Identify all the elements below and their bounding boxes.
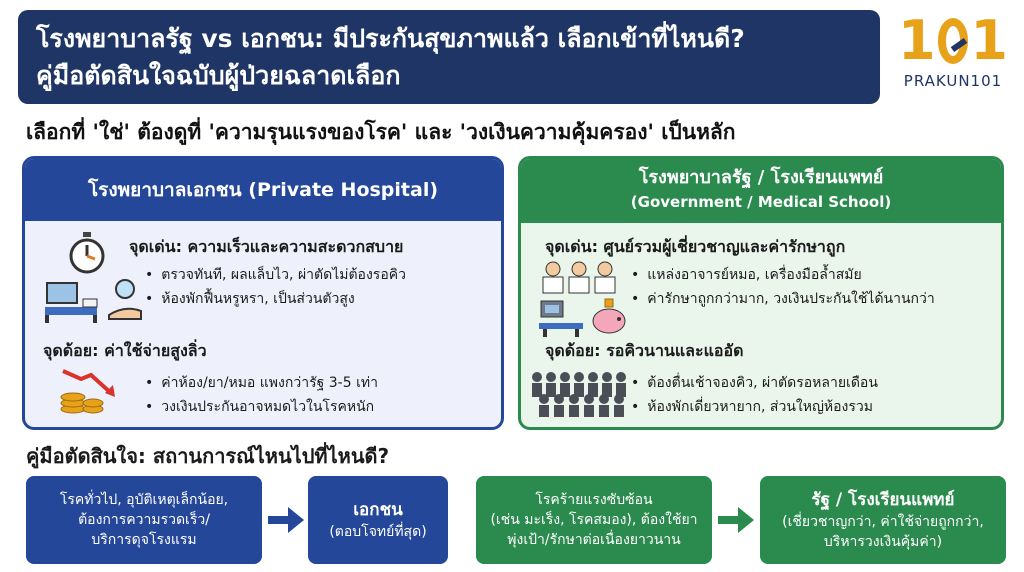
case1-situation-box: โรคทั่วไป, อุบัติเหตุเล็กน้อย, ต้องการคว…: [26, 476, 262, 564]
logo-text: PRAKUN101: [903, 72, 1003, 90]
private-pros-title: จุดเด่น: ความเร็วและความสะดวกสบาย: [129, 237, 404, 256]
case2-line: พุ่งเป้า/รักษาต่อเนื่องยาวนาน: [507, 532, 681, 548]
subtitle: เลือกที่ 'ใช่' ต้องดูที่ 'ความรุนแรงของโ…: [26, 120, 736, 144]
falling-money-icon: [59, 365, 121, 417]
logo-mark: 1 1: [898, 10, 1008, 72]
hand-doctor-icon: [105, 277, 145, 323]
logo-digit-zero: [937, 18, 969, 64]
private-pros-list: ตรวจทันที, ผลแล็บไว, ผ่าตัดไม่ต้องรอคิว …: [145, 263, 406, 311]
private-heading: โรงพยาบาลเอกชน (Private Hospital): [25, 159, 501, 221]
government-pros-list: แหล่งอาจารย์หมอ, เครื่องมือล้ำสมัย ค่ารั…: [631, 263, 935, 311]
hospital-bed-icon: [43, 279, 105, 323]
list-item: ค่ารักษาถูกกว่ามาก, วงเงินประกันใช้ได้นา…: [631, 287, 934, 311]
case1-answer-note: (ตอบโจทย์ที่สุด): [329, 524, 427, 540]
case2-answer-note: (เชี่ยวชาญกว่า, ค่าใช้จ่ายถูกกว่า,: [782, 514, 984, 530]
case2-answer-note: บริหารวงเงินคุ้มค่า): [823, 534, 943, 550]
government-cons-title: จุดด้อย: รอคิวนานและแออัด: [545, 341, 744, 360]
case2-line: โรคร้ายแรงซับซ้อน: [535, 492, 653, 508]
case1-line: บริการดุจโรงแรม: [91, 532, 197, 548]
title-line-1: โรงพยาบาลรัฐ vs เอกชน: มีประกันสุขภาพแล้…: [36, 24, 745, 53]
government-cons-list: ต้องตื่นเช้าจองคิว, ผ่าตัดรอหลายเดือน ห้…: [631, 371, 878, 419]
medical-equipment-icon: [537, 299, 587, 339]
private-hospital-panel: โรงพยาบาลเอกชน (Private Hospital) จุดเด่…: [22, 156, 504, 430]
list-item: แหล่งอาจารย์หมอ, เครื่องมือล้ำสมัย: [631, 263, 935, 287]
piggy-bank-icon: [589, 297, 629, 337]
case1-line: โรคทั่วไป, อุบัติเหตุเล็กน้อย,: [59, 492, 229, 508]
arrow-right-icon: [268, 507, 304, 533]
crowd-queue-icon: [529, 367, 629, 417]
title-line-2: คู่มือตัดสินใจฉบับผู้ป่วยฉลาดเลือก: [36, 61, 401, 90]
case1-line: ต้องการความรวดเร็ว/: [78, 512, 210, 528]
case2-answer: รัฐ / โรงเรียนแพทย์: [811, 490, 955, 510]
guide-title: คู่มือตัดสินใจ: สถานการณ์ไหนไปที่ไหนดี?: [26, 444, 390, 468]
case2-line: (เช่น มะเร็ง, โรคสมอง), ต้องใช้ยา: [490, 512, 698, 528]
government-heading-line-1: โรงพยาบาลรัฐ / โรงเรียนแพทย์: [638, 167, 884, 188]
private-cons-list: ค่าห้อง/ยา/หมอ แพงกว่ารัฐ 3-5 เท่า วงเงิ…: [145, 371, 378, 419]
title-banner: โรงพยาบาลรัฐ vs เอกชน: มีประกันสุขภาพแล้…: [18, 10, 880, 104]
prakun101-logo: 1 1 PRAKUN101: [898, 10, 1008, 102]
list-item: ตรวจทันที, ผลแล็บไว, ผ่าตัดไม่ต้องรอคิว: [145, 263, 406, 287]
list-item: ห้องพักเดี่ยวหายาก, ส่วนใหญ่ห้องรวม: [631, 395, 878, 419]
government-hospital-panel: โรงพยาบาลรัฐ / โรงเรียนแพทย์ (Government…: [518, 156, 1004, 430]
government-heading: โรงพยาบาลรัฐ / โรงเรียนแพทย์ (Government…: [521, 159, 1001, 223]
arrow-right-icon: [718, 507, 754, 533]
case1-answer-box: เอกชน (ตอบโจทย์ที่สุด): [308, 476, 448, 564]
list-item: ค่าห้อง/ยา/หมอ แพงกว่ารัฐ 3-5 เท่า: [145, 371, 378, 395]
case1-answer: เอกชน: [353, 500, 403, 520]
government-heading-line-2: (Government / Medical School): [630, 193, 892, 211]
list-item: ต้องตื่นเช้าจองคิว, ผ่าตัดรอหลายเดือน: [631, 371, 878, 395]
stopwatch-icon: [67, 231, 107, 275]
case2-situation-box: โรคร้ายแรงซับซ้อน (เช่น มะเร็ง, โรคสมอง)…: [476, 476, 712, 564]
private-cons-title: จุดด้อย: ค่าใช้จ่ายสูงลิ่ว: [43, 341, 207, 360]
government-pros-title: จุดเด่น: ศูนย์รวมผู้เชี่ยวชาญและค่ารักษา…: [545, 237, 846, 256]
case2-answer-box: รัฐ / โรงเรียนแพทย์ (เชี่ยวชาญกว่า, ค่าใ…: [760, 476, 1006, 564]
logo-digit-left: 1: [898, 9, 936, 72]
list-item: ห้องพักฟื้นหรูหรา, เป็นส่วนตัวสูง: [145, 287, 406, 311]
doctors-group-icon: [539, 259, 619, 295]
logo-digit-right: 1: [970, 9, 1008, 72]
list-item: วงเงินประกันอาจหมดไวในโรคหนัก: [145, 395, 378, 419]
